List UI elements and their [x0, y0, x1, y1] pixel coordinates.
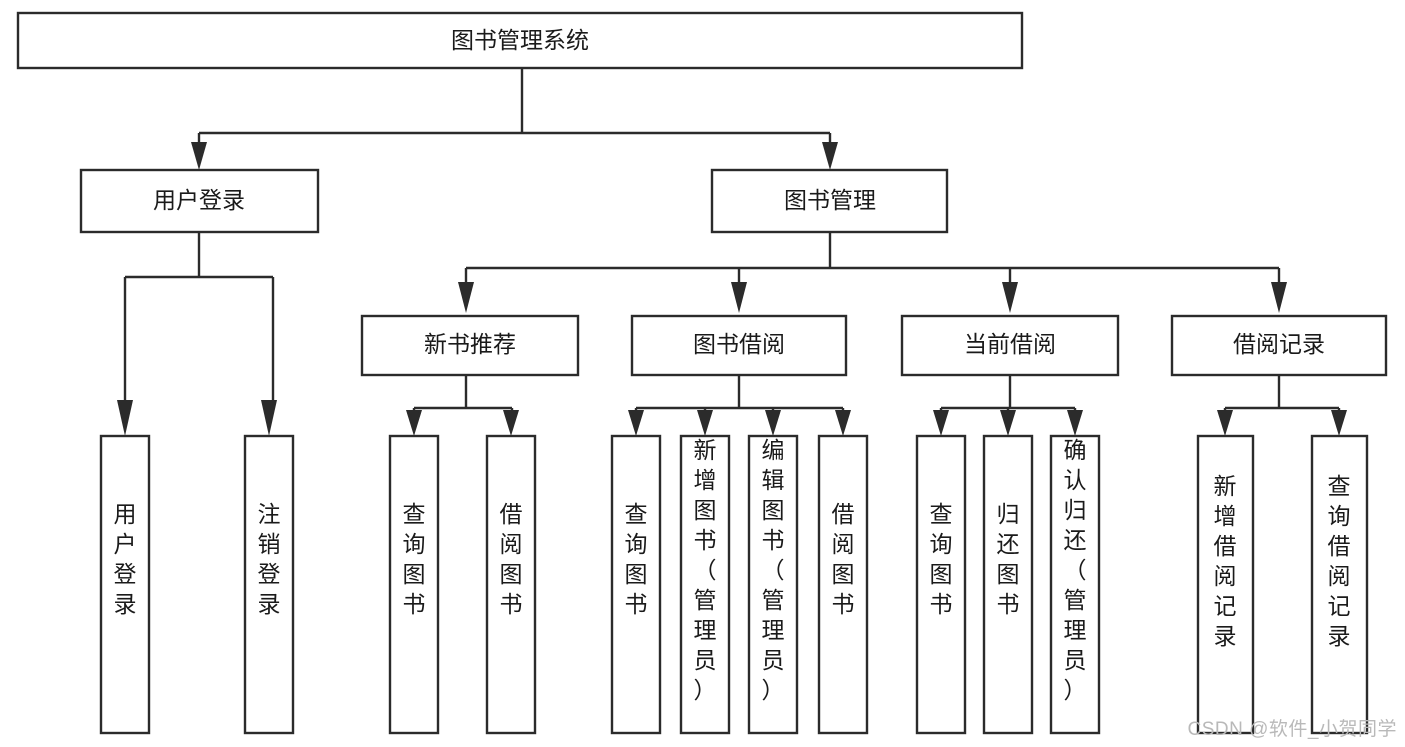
node-book-borrow-box[interactable]: [630, 314, 848, 377]
node-leaf-query-book-2[interactable]: 查询图书: [610, 434, 662, 735]
node-new-book-recommend[interactable]: 新书推荐: [360, 314, 580, 377]
node-leaf-borrow-book-2-label: 借阅图书: [832, 501, 855, 617]
node-leaf-add-borrow-record-label: 新增借阅记录: [1214, 473, 1237, 649]
node-new-book-recommend-label: 新书推荐: [424, 331, 516, 357]
node-leaf-confirm-return-admin-label: 确认归还（管理员）: [1064, 437, 1087, 703]
arrow-head-leaf-return-book: [1000, 410, 1016, 436]
node-leaf-query-book-3-label: 查询图书: [930, 501, 953, 617]
node-current-borrow-box[interactable]: [900, 314, 1120, 377]
node-user-login[interactable]: 用户登录: [79, 168, 320, 234]
arrow-head-current-borrow: [1002, 282, 1018, 313]
node-leaf-add-borrow-record-box[interactable]: [1196, 434, 1255, 735]
node-leaf-borrow-book-2-box[interactable]: [817, 434, 869, 735]
node-root-label: 图书管理系统: [451, 27, 589, 53]
arrow-head-book-management: [822, 142, 838, 170]
arrow-head-leaf-user-login: [117, 400, 133, 436]
arrow-head-leaf-add-borrow-record: [1217, 410, 1233, 436]
arrow-head-leaf-logout-login: [261, 400, 277, 436]
arrow-head-new-book-recommend: [458, 282, 474, 313]
connector-group-borrow-record: [1217, 375, 1347, 436]
connector-group-user-login: [117, 232, 277, 436]
connector-group-root: [191, 68, 838, 170]
connector-group-new-book-recommend: [406, 375, 519, 436]
node-root[interactable]: 图书管理系统: [16, 11, 1024, 70]
node-new-book-recommend-box[interactable]: [360, 314, 580, 377]
node-leaf-edit-book-admin-label: 编辑图书（管理员）: [762, 437, 785, 703]
node-leaf-logout-login-box[interactable]: [243, 434, 295, 735]
node-borrow-record[interactable]: 借阅记录: [1170, 314, 1388, 377]
arrow-head-leaf-confirm-return-admin: [1067, 410, 1083, 436]
node-leaf-user-login-label: 用户登录: [114, 501, 137, 617]
node-leaf-borrow-book-2[interactable]: 借阅图书: [817, 434, 869, 735]
arrow-head-leaf-query-book-2: [628, 410, 644, 436]
arrow-head-leaf-query-borrow-record: [1331, 410, 1347, 436]
node-book-borrow[interactable]: 图书借阅: [630, 314, 848, 377]
node-leaf-borrow-book-1[interactable]: 借阅图书: [485, 434, 537, 735]
node-book-borrow-label: 图书借阅: [693, 331, 785, 357]
node-leaf-query-borrow-record-box[interactable]: [1310, 434, 1369, 735]
node-book-management-box[interactable]: [710, 168, 949, 234]
arrow-head-leaf-borrow-book-2: [835, 410, 851, 436]
node-leaf-borrow-book-1-box[interactable]: [485, 434, 537, 735]
node-leaf-user-login[interactable]: 用户登录: [99, 434, 151, 735]
node-leaf-query-book-3-box[interactable]: [915, 434, 967, 735]
arrow-head-leaf-query-book-1: [406, 410, 422, 436]
node-leaf-return-book[interactable]: 归还图书: [982, 434, 1034, 735]
node-borrow-record-label: 借阅记录: [1233, 331, 1325, 357]
node-leaf-query-book-3[interactable]: 查询图书: [915, 434, 967, 735]
arrow-head-leaf-query-book-3: [933, 410, 949, 436]
node-leaf-confirm-return-admin[interactable]: 确认归还（管理员）: [1049, 434, 1101, 735]
node-leaf-add-book-admin-box[interactable]: [679, 434, 731, 735]
node-leaf-logout-login[interactable]: 注销登录: [243, 434, 295, 735]
node-leaf-edit-book-admin-box[interactable]: [747, 434, 799, 735]
node-leaf-add-book-admin[interactable]: 新增图书（管理员）: [679, 434, 731, 735]
connector-group-book-borrow: [628, 375, 851, 436]
node-leaf-confirm-return-admin-box[interactable]: [1049, 434, 1101, 735]
node-leaf-query-borrow-record-label: 查询借阅记录: [1328, 473, 1351, 649]
node-leaf-edit-book-admin[interactable]: 编辑图书（管理员）: [747, 434, 799, 735]
arrow-head-user-login: [191, 142, 207, 170]
node-root-box[interactable]: [16, 11, 1024, 70]
connector-group-book-management: [458, 232, 1287, 313]
node-leaf-logout-login-label: 注销登录: [258, 501, 281, 617]
connector-group-current-borrow: [933, 375, 1083, 436]
node-leaf-query-book-1[interactable]: 查询图书: [388, 434, 440, 735]
node-leaf-query-borrow-record[interactable]: 查询借阅记录: [1310, 434, 1369, 735]
node-user-login-label: 用户登录: [153, 187, 245, 213]
node-leaf-return-book-box[interactable]: [982, 434, 1034, 735]
arrow-head-leaf-borrow-book-1: [503, 410, 519, 436]
csdn-watermark: CSDN @软件_小贺同学: [1187, 719, 1397, 740]
node-leaf-add-book-admin-label: 新增图书（管理员）: [694, 437, 717, 703]
node-leaf-query-book-2-box[interactable]: [610, 434, 662, 735]
node-book-management[interactable]: 图书管理: [710, 168, 949, 234]
node-leaf-return-book-label: 归还图书: [997, 501, 1020, 617]
node-leaf-add-borrow-record[interactable]: 新增借阅记录: [1196, 434, 1255, 735]
arrow-head-book-borrow: [731, 282, 747, 313]
arrow-head-borrow-record: [1271, 282, 1287, 313]
node-leaf-borrow-book-1-label: 借阅图书: [500, 501, 523, 617]
node-leaf-query-book-1-box[interactable]: [388, 434, 440, 735]
node-current-borrow-label: 当前借阅: [964, 331, 1056, 357]
node-book-management-label: 图书管理: [784, 187, 876, 213]
node-leaf-user-login-box[interactable]: [99, 434, 151, 735]
node-leaf-query-book-2-label: 查询图书: [625, 501, 648, 617]
node-leaf-query-book-1-label: 查询图书: [403, 501, 426, 617]
node-user-login-box[interactable]: [79, 168, 320, 234]
node-current-borrow[interactable]: 当前借阅: [900, 314, 1120, 377]
arrow-head-leaf-add-book-admin: [697, 410, 713, 436]
arrow-head-leaf-edit-book-admin: [765, 410, 781, 436]
node-borrow-record-box[interactable]: [1170, 314, 1388, 377]
